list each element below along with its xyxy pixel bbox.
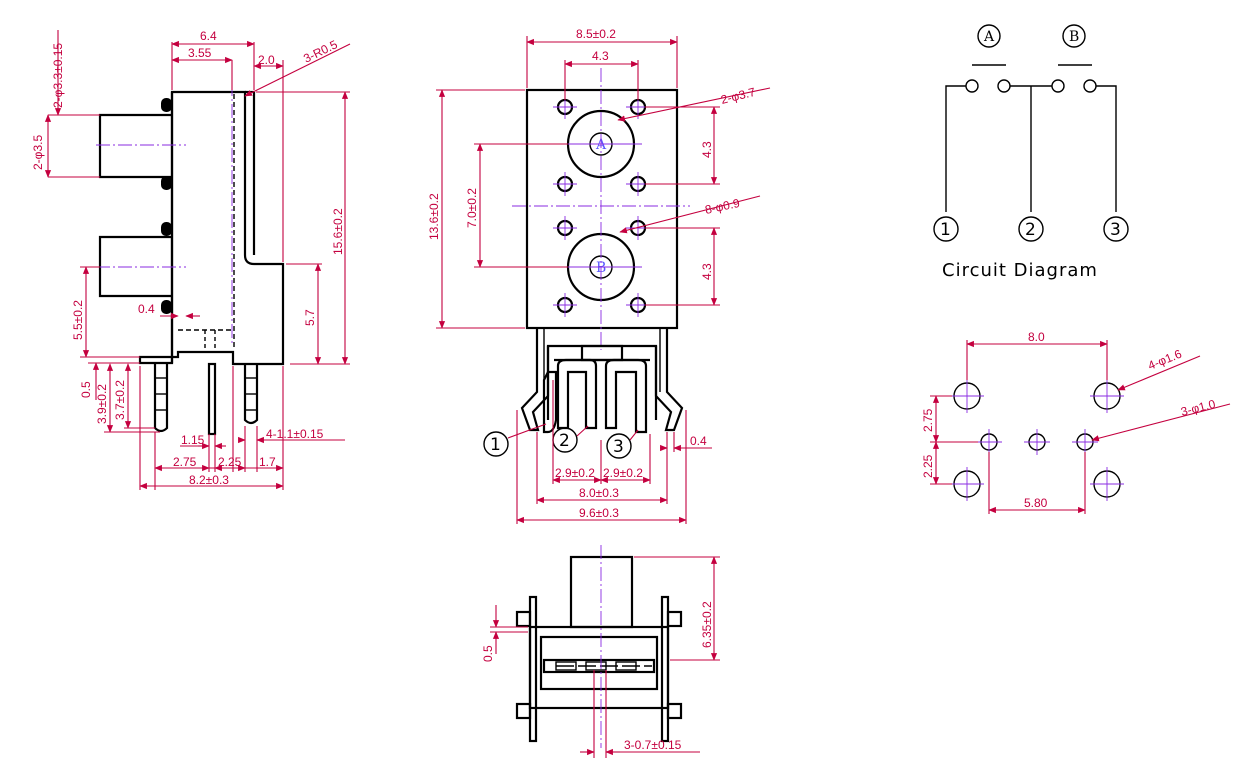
- dim-pcb-big-hole: 4-φ1.6: [1146, 347, 1184, 373]
- dim-side-width-2-0: 2.0: [258, 53, 275, 67]
- circuit-switch-b-label: B: [1069, 29, 1079, 45]
- dim-side-gap-0-4: 0.4: [138, 302, 155, 316]
- dim-front-vert-4-3-a: 4.3: [700, 141, 714, 158]
- dim-pcb-small-hole: 3-φ1.0: [1179, 397, 1217, 419]
- dim-front-pitch-2-9: 2.9±0.2: [555, 466, 595, 480]
- dim-side-w-8-2: 8.2±0.3: [189, 473, 229, 487]
- dim-side-width-6-4: 6.4: [200, 29, 217, 43]
- circuit-terminal-2: 2: [1025, 220, 1036, 240]
- dim-side-w-1-7: 1.7: [259, 455, 276, 469]
- dim-side-pin-1-1: 4-1.1±0.15: [266, 427, 324, 441]
- circuit-diagram: A B 1 2 3 Circuit Diagram: [933, 24, 1129, 281]
- pcb-layout: 8.0 4-φ1.6 3-φ1.0 2.75 2.25 5.80: [921, 330, 1231, 514]
- side-actuator-upper: [98, 113, 172, 179]
- dim-front-width-9-6: 9.6±0.3: [579, 506, 619, 520]
- bottom-housing-outer: [528, 625, 670, 710]
- side-actuator-lower: [98, 235, 172, 298]
- dim-bottom-thick-0-5: 0.5: [481, 645, 495, 662]
- dim-front-width-8-5: 8.5±0.2: [576, 27, 616, 41]
- pin-2-label: 2: [559, 431, 570, 451]
- bottom-housing-inner: [539, 635, 659, 691]
- bottom-actuator: [569, 555, 634, 629]
- dim-side-height-5-5: 5.5±0.2: [71, 300, 85, 340]
- dim-bottom-height-6-35: 6.35±0.2: [700, 601, 714, 648]
- dim-pcb-width-8-0: 8.0: [1028, 330, 1045, 344]
- dim-side-hole-3-5: 2-φ3.5: [31, 135, 45, 170]
- dim-front-width-8-0: 8.0±0.3: [579, 486, 619, 500]
- pin-3-label: 3: [613, 437, 624, 457]
- dim-pcb-w-5-80: 5.80: [1024, 496, 1048, 510]
- dim-front-height-7-0: 7.0±0.2: [465, 188, 479, 228]
- circuit-caption: Circuit Diagram: [942, 260, 1098, 281]
- dim-side-w-2-75: 2.75: [173, 455, 197, 469]
- dim-front-hole-3-7: 2-φ3.7: [719, 85, 757, 107]
- dim-front-vert-4-3-b: 4.3: [700, 263, 714, 280]
- circuit-terminal-1: 1: [940, 220, 951, 240]
- dim-front-pin-0-4: 0.4: [690, 434, 707, 448]
- side-view: 6.4 3.55 2.0 3-R0.5 2-φ3.3±0.15 2-φ3.5 1…: [31, 29, 351, 490]
- side-pins: [153, 362, 259, 436]
- bottom-view: 6.35±0.2 0.5 3-0.7±0.15: [481, 545, 720, 758]
- dim-side-h-3-9: 3.9±0.2: [95, 384, 109, 424]
- circuit-switch-a-label: A: [983, 29, 995, 45]
- dim-front-height-13-6: 13.6±0.2: [427, 193, 441, 240]
- circuit-terminal-3: 3: [1110, 220, 1121, 240]
- dim-pcb-v-2-25: 2.25: [921, 454, 935, 478]
- dim-side-width-3-55: 3.55: [188, 46, 212, 60]
- dim-side-pin-1-15: 1.15: [181, 433, 205, 447]
- dim-side-radius: 3-R0.5: [301, 37, 340, 66]
- dim-bottom-pin-0-7: 3-0.7±0.15: [624, 738, 682, 752]
- pin-1-label: 1: [490, 435, 501, 455]
- dim-side-hole-3-3: 2-φ3.3±0.15: [51, 43, 65, 108]
- dim-front-pitch-2-9b: 2.9±0.2: [603, 466, 643, 480]
- dim-side-height-5-7: 5.7: [303, 309, 317, 326]
- dim-front-width-4-3: 4.3: [592, 49, 609, 63]
- dim-side-w-2-25: 2.25: [218, 455, 242, 469]
- dim-side-height-15-6: 15.6±0.2: [331, 208, 345, 255]
- side-housing-outline: [138, 90, 285, 366]
- front-frame-pins: [520, 328, 684, 434]
- front-housing: [525, 88, 679, 330]
- dim-side-h-3-7: 3.7±0.2: [113, 380, 127, 420]
- dim-front-hole-0-9: 8-φ0.9: [704, 196, 742, 217]
- dim-side-h-0-5: 0.5: [79, 381, 93, 398]
- front-view: A B: [427, 27, 771, 524]
- dim-pcb-v-2-75: 2.75: [921, 408, 935, 432]
